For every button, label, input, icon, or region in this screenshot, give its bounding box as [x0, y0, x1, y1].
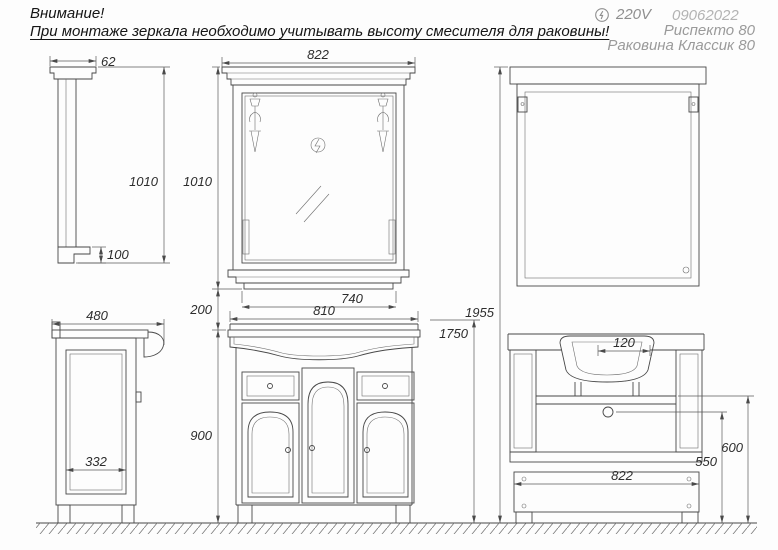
dim-total-height-label: 1955	[465, 305, 495, 320]
voltage-label: 220V	[616, 6, 652, 23]
dim-gap-label: 200	[189, 302, 212, 317]
dim-side-panel-width-label: 332	[85, 454, 107, 469]
product-name-sink: Раковина Классик 80	[607, 37, 755, 54]
mirror-side-view	[49, 66, 97, 264]
dim-mirror-shelf-width-label: 740	[341, 291, 363, 306]
dim-mirror-width: 822	[221, 47, 416, 67]
dim-cabinet-height-label: 900	[190, 428, 212, 443]
mirror-back-view	[509, 66, 707, 287]
power-icon	[595, 7, 609, 22]
ground-line	[36, 522, 757, 534]
dim-mirror-height-side: 1010	[78, 66, 170, 264]
dim-mirror-height-label: 1010	[183, 174, 213, 189]
dim-back-width: 822	[514, 468, 699, 486]
dim-mirror-side-ledge-label: 100	[107, 247, 129, 262]
dim-back-height-outer: 600	[678, 395, 754, 523]
dim-mirror-side-depth-label: 62	[101, 54, 116, 69]
dim-back-offset: 120	[597, 335, 651, 356]
dim-cabinet-width-label: 810	[313, 303, 335, 318]
dim-cabinet-depth: 480	[51, 308, 165, 345]
power-symbol-icon	[310, 137, 326, 154]
mirror-front-view	[221, 66, 416, 290]
sconce-left	[249, 92, 261, 153]
sconce-right	[377, 92, 389, 153]
dim-mirror-side-ledge: 100	[76, 246, 129, 264]
product-name-mirror: Риспекто 80	[663, 22, 755, 39]
dim-mirror-height: 1010	[183, 66, 242, 290]
dim-cabinet-height: 900	[190, 329, 220, 523]
dim-mirror-height-side-label: 1010	[129, 174, 159, 189]
dim-mirror-side-depth: 62	[49, 54, 116, 69]
dim-mirror-shelf-width: 740	[241, 291, 397, 309]
dim-total-height: 1955	[465, 66, 508, 523]
dim-gap-mirror-cabinet: 200	[189, 288, 226, 331]
dim-side-panel-width: 332	[66, 454, 126, 472]
dim-back-width-label: 822	[611, 468, 633, 483]
cabinet-back-view	[507, 333, 705, 524]
dim-floor-to-mirror: 1750	[430, 319, 480, 523]
warning-title: Внимание!	[30, 5, 105, 22]
cabinet-front-view	[227, 323, 421, 524]
dim-back-height-outer-label: 600	[721, 440, 743, 455]
warning-text: При монтаже зеркала необходимо учитывать…	[30, 23, 610, 40]
date-code: 09062022	[672, 7, 739, 24]
dim-floor-to-mirror-label: 1750	[439, 326, 469, 341]
dim-back-height-inner: 550	[616, 411, 727, 523]
cabinet-side-view	[51, 321, 165, 524]
dim-mirror-width-label: 822	[307, 47, 329, 62]
dim-cabinet-width: 810	[229, 303, 419, 322]
dim-back-height-inner-label: 550	[695, 454, 717, 469]
dim-cabinet-depth-label: 480	[86, 308, 108, 323]
dim-back-offset-label: 120	[613, 335, 635, 350]
voltage-block: 220V	[594, 6, 651, 23]
